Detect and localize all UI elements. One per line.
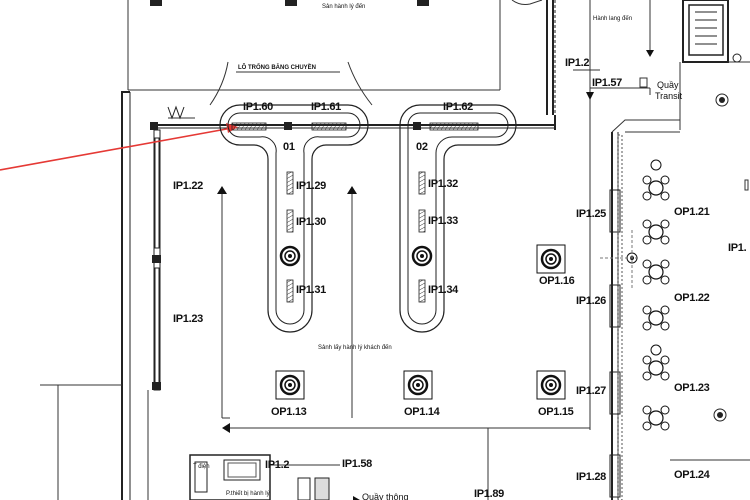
equipment-room: T điện P.thiết bị hành lý Quầy thông <box>189 454 409 500</box>
ip-1-28-label: IP1.28 <box>576 471 606 483</box>
annotation-arrow <box>0 123 238 171</box>
op-1-22-label: OP1.22 <box>674 292 710 304</box>
carousel-callout: LÔ TRỐNG BĂNG CHUYỀN <box>209 61 373 106</box>
baggage-hall-label: Sảnh lấy hành lý khách đến <box>318 345 392 351</box>
ip-1-23-label: IP1.23 <box>173 313 203 325</box>
baggage-equip-label: P.thiết bị hành lý <box>226 491 270 497</box>
ip-1-25-label: IP1.25 <box>576 208 606 220</box>
op-1-23-label: OP1.23 <box>674 382 710 394</box>
ip-1-60-label: IP1.60 <box>243 101 273 113</box>
ip-1-right-label: IP1. <box>728 242 747 254</box>
electrical-room-label: T điện <box>193 464 210 470</box>
op-1-16-label: OP1.16 <box>539 275 575 287</box>
ip-1-2-top-label: IP1.2 <box>565 57 589 69</box>
op-1-24-label: OP1.24 <box>674 469 711 481</box>
main-hall-walls <box>40 91 555 500</box>
ip-1-34-label: IP1.34 <box>428 284 459 296</box>
ip-1-2-bottom-label: IP1.2 <box>265 459 289 471</box>
op-1-15-label: OP1.15 <box>538 406 574 418</box>
baggage-carousel-02: 02 <box>399 104 517 333</box>
ip-1-32-label: IP1.32 <box>428 178 458 190</box>
pillars <box>274 243 567 401</box>
transit-hall-label: Hành lang đến <box>593 16 632 22</box>
op-labels: OP1.13 OP1.14 OP1.15 OP1.16 OP1.21 OP1.2… <box>271 206 711 481</box>
op-1-14-label: OP1.14 <box>404 406 441 418</box>
ip-1-31-label: IP1.31 <box>296 284 326 296</box>
service-counter-label: Quầy thông <box>362 492 409 500</box>
ip-1-27-label: IP1.27 <box>576 385 606 397</box>
circulation-arrows <box>217 186 591 500</box>
ip-1-57-label: IP1.57 <box>592 77 622 89</box>
op-1-21-label: OP1.21 <box>674 206 710 218</box>
carousel-group-label: LÔ TRỐNG BĂNG CHUYỀN <box>238 63 316 71</box>
ip-1-62-label: IP1.62 <box>443 101 473 113</box>
ip-1-33-label: IP1.33 <box>428 215 458 227</box>
transit-corridor: Hành lang đến Quầy Transit <box>511 0 750 240</box>
top-hall-label: Sản hành lý đến <box>322 4 365 10</box>
ip-1-30-label: IP1.30 <box>296 216 326 228</box>
ip-1-22-label: IP1.22 <box>173 180 203 192</box>
top-hall-block: Sản hành lý đến <box>127 0 501 91</box>
baggage-carousel-01: 01 <box>219 104 369 333</box>
ip-1-89-label: IP1.89 <box>474 488 504 500</box>
ip-1-61-label: IP1.61 <box>311 101 341 113</box>
ip-1-29-label: IP1.29 <box>296 180 326 192</box>
ip-labels: IP1.60 IP1.61 IP1.62 IP1.22 IP1.23 IP1.2… <box>173 57 747 500</box>
transit-counter-line1: Quầy <box>657 80 679 90</box>
ip-1-26-label: IP1.26 <box>576 295 606 307</box>
transit-counter-line2: Transit <box>655 91 683 101</box>
op-1-13-label: OP1.13 <box>271 406 307 418</box>
carousel-02-label: 02 <box>416 141 428 153</box>
carousel-01-label: 01 <box>283 141 295 153</box>
ip-1-58-label: IP1.58 <box>342 458 372 470</box>
right-seating-zone <box>554 115 750 500</box>
